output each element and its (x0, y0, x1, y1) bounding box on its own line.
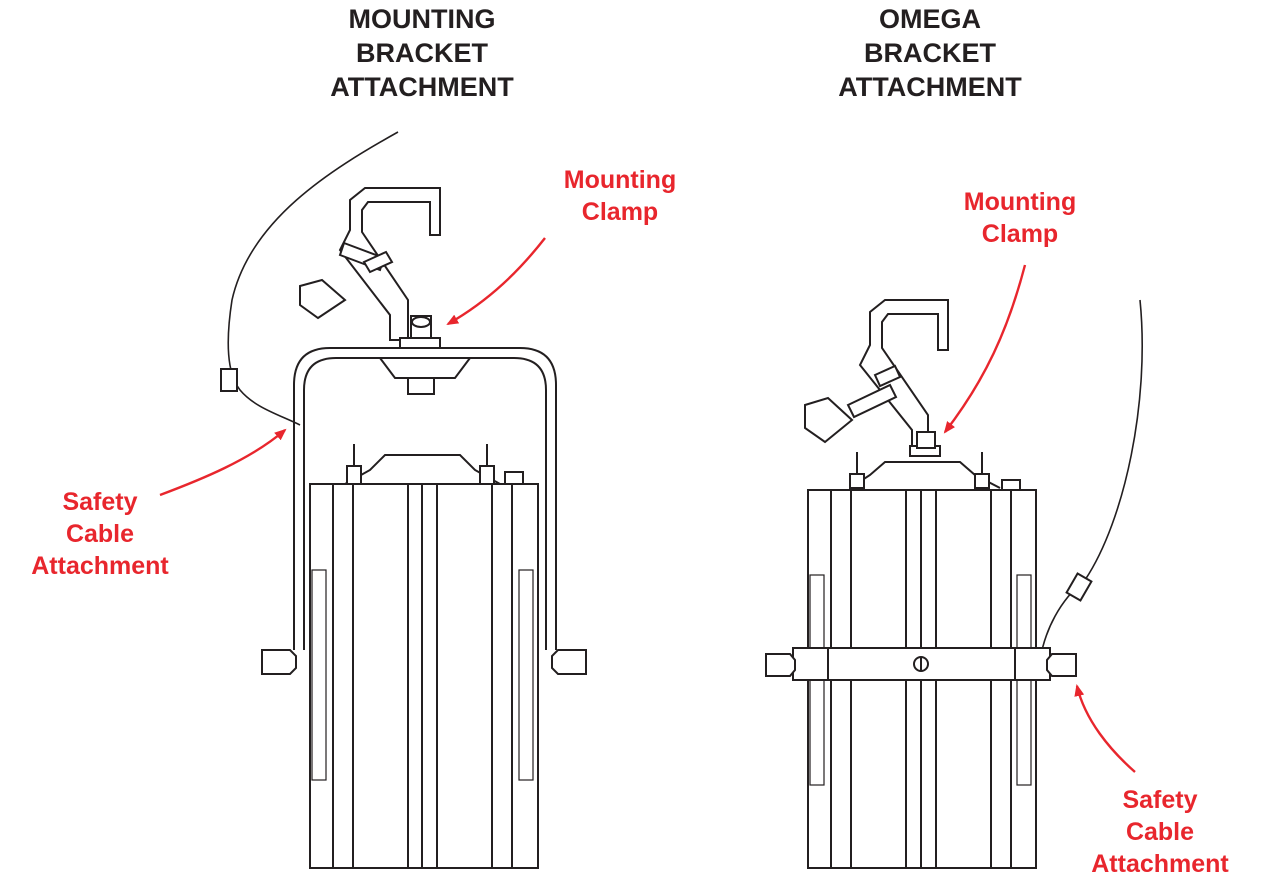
right-title-line-1: OMEGA (878, 4, 981, 34)
left-clamp-label-line-1: Mounting (563, 166, 677, 194)
left-title: MOUNTING BRACKET ATTACHMENT (292, 2, 552, 104)
left-cable-label-line-3: Attachment (31, 552, 169, 580)
left-vent-left (311, 569, 327, 781)
left-fixture-body (309, 483, 539, 869)
left-title-line-2: BRACKET (356, 38, 488, 68)
right-title-line-2: BRACKET (864, 38, 996, 68)
right-side-knob-right (1046, 653, 1077, 677)
left-cable-label-line-2: Cable (65, 520, 135, 548)
right-fixture (765, 299, 1143, 869)
right-cable-label-line-3: Attachment (1091, 850, 1229, 878)
left-yoke-inner (303, 357, 547, 650)
right-cable-label-line-1: Safety (1122, 786, 1198, 814)
left-side-knob-right (551, 649, 587, 675)
right-clamp-label-line-2: Clamp (981, 220, 1059, 248)
right-title-line-3: ATTACHMENT (838, 72, 1022, 102)
right-clamp-label: Mounting Clamp (900, 186, 1140, 250)
right-clamp-arrow (943, 264, 1027, 434)
left-cable-arrow (159, 428, 287, 497)
left-yoke-nut (407, 377, 435, 395)
left-top-block (504, 471, 524, 485)
right-clamp-label-line-1: Mounting (963, 188, 1077, 216)
left-cable-label-line-1: Safety (62, 488, 138, 516)
left-clamp-label: Mounting Clamp (500, 164, 740, 228)
right-cable-sleeve (1065, 572, 1093, 602)
left-fixture (220, 131, 587, 869)
right-mounting-clamp (804, 299, 949, 457)
left-cable-label: Safety Cable Attachment (0, 486, 220, 582)
left-clamp-label-line-2: Clamp (581, 198, 659, 226)
right-top-knob-2 (974, 473, 990, 489)
left-vent-right (518, 569, 534, 781)
right-title: OMEGA BRACKET ATTACHMENT (800, 2, 1060, 104)
left-cable-sleeve (220, 368, 238, 392)
right-cable-label: Safety Cable Attachment (1040, 784, 1280, 880)
left-side-knob-left (261, 649, 297, 675)
right-cable-arrow (1074, 684, 1136, 773)
left-mounting-clamp (299, 187, 441, 349)
left-top-hardware (344, 454, 501, 485)
right-safety-cable (1039, 299, 1143, 661)
left-top-knob-2 (479, 465, 495, 485)
left-safety-cable (227, 131, 399, 426)
left-top-knob-1 (346, 465, 362, 485)
right-top-block (1001, 479, 1021, 491)
left-yoke-plate (379, 357, 471, 379)
left-title-line-1: MOUNTING (348, 4, 496, 34)
left-clamp-arrow (446, 237, 546, 326)
right-cable-label-line-2: Cable (1125, 818, 1195, 846)
left-title-line-3: ATTACHMENT (330, 72, 514, 102)
right-top-knob-1 (849, 473, 865, 489)
right-side-knob-left (765, 653, 796, 677)
